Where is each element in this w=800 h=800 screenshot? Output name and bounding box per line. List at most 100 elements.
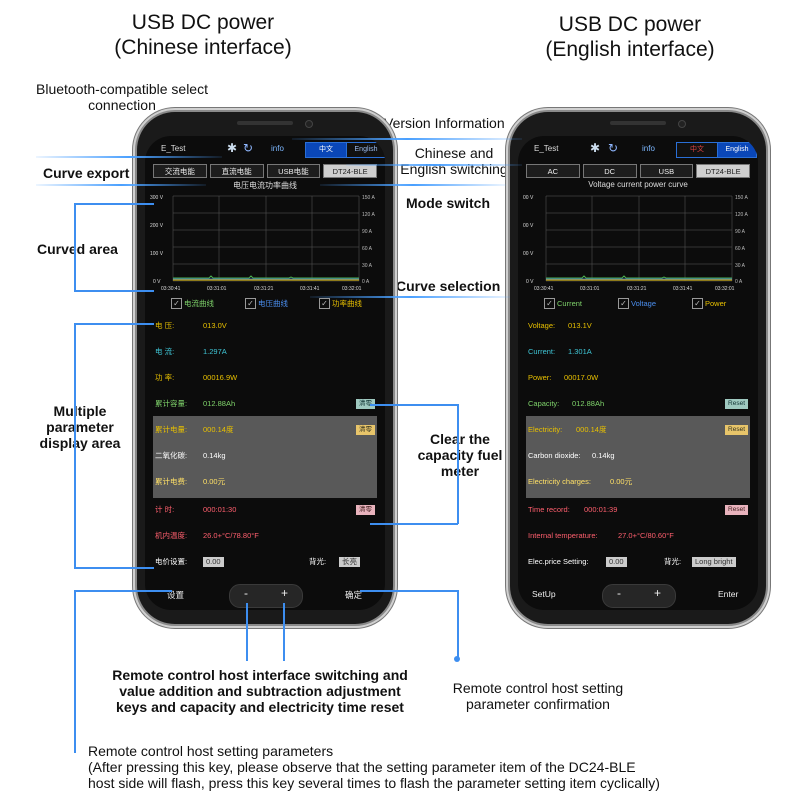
y-right-tick: 90 A [362, 229, 373, 235]
phone-chinese: E_Test ✱ ↻ info 中文 English 交流电能 直流电能 USB… [137, 112, 393, 624]
checkbox-icon: ✓ [245, 298, 256, 309]
checkbox-icon: ✓ [618, 298, 629, 309]
info-link[interactable]: info [271, 144, 284, 153]
checkbox-icon: ✓ [319, 298, 330, 309]
minus-button[interactable]: - [244, 586, 248, 600]
param-temp: Internal temperature:27.0+°C/80.60°F [528, 531, 674, 540]
phone-camera [305, 120, 313, 128]
annotation-curved-area: Curved area [37, 241, 118, 257]
curve-selection: ✓电流曲线 ✓电压曲线 ✓功率曲线 [145, 298, 385, 312]
accumulated-panel [153, 416, 377, 498]
check-current[interactable]: ✓电流曲线 [171, 298, 214, 309]
param-current: Current:1.301A [528, 347, 592, 356]
bluetooth-icon[interactable]: ✱ [590, 141, 601, 155]
top-bar: E_Test ✱ ↻ info 中文 English [518, 136, 758, 160]
annotation-version: Version Information [384, 115, 505, 131]
param-power: 功 率:00016.9W [155, 373, 238, 382]
tab-usb[interactable]: USB电能 [266, 164, 321, 178]
minus-button[interactable]: - [617, 586, 621, 600]
setup-button[interactable]: 设置 [167, 590, 185, 600]
capacity-reset-button[interactable]: 清零 [356, 399, 375, 409]
x-tick: 03:31:01 [580, 286, 600, 292]
y-right-tick: 30 A [735, 263, 746, 269]
enter-button[interactable]: Enter [718, 589, 739, 599]
mode-tabs: AC DC USB DT24-BLE [526, 164, 750, 178]
tab-usb[interactable]: USB [639, 164, 694, 178]
curve-plot: 00 V 00 V 00 V 0 V 150 A 120 A 90 A 60 A… [523, 195, 748, 292]
tab-dc[interactable]: 直流电能 [209, 164, 264, 178]
check-voltage[interactable]: ✓Voltage [618, 298, 656, 309]
price-field[interactable]: 0.00 [203, 557, 224, 567]
electricity-reset-button[interactable]: Reset [725, 425, 748, 435]
param-current: 电 流:1.297A [155, 347, 227, 356]
callout-bluetooth-line [36, 156, 222, 158]
plus-button[interactable]: + [281, 586, 289, 600]
callout-param-bottom [74, 567, 154, 569]
electricity-reset-button[interactable]: 清零 [356, 425, 375, 435]
tab-ac[interactable]: 交流电能 [153, 164, 207, 178]
callout-setup-vertical [74, 590, 76, 753]
time-reset-button[interactable]: 清零 [356, 505, 375, 515]
app-screen-english: E_Test ✱ ↻ info 中文 English AC DC USB DT2… [518, 136, 758, 610]
tab-dt24-ble[interactable]: DT24-BLE [696, 164, 750, 178]
check-voltage[interactable]: ✓电压曲线 [245, 298, 288, 309]
y-right-tick: 0 A [362, 279, 370, 285]
time-reset-button[interactable]: Reset [725, 505, 748, 515]
app-screen-chinese: E_Test ✱ ↻ info 中文 English 交流电能 直流电能 USB… [145, 136, 385, 610]
x-tick: 03:32:01 [342, 286, 362, 292]
curve-export-icon[interactable]: ↻ [608, 141, 619, 155]
callout-version-line [292, 138, 522, 140]
callout-curve-export-line [36, 184, 206, 186]
callout-param-top [74, 323, 154, 325]
x-tick: 03:30:41 [534, 286, 554, 292]
phone-speaker [237, 121, 293, 125]
x-tick: 03:30:41 [161, 286, 181, 292]
lang-chinese-button[interactable]: 中文 [676, 142, 718, 158]
callout-plus-line [283, 603, 285, 661]
tab-ac[interactable]: AC [526, 164, 580, 178]
check-current[interactable]: ✓Current [544, 298, 582, 309]
checkbox-icon: ✓ [692, 298, 703, 309]
callout-mode-line [320, 184, 506, 186]
y-right-tick: 90 A [735, 229, 746, 235]
bluetooth-icon[interactable]: ✱ [227, 141, 238, 155]
lang-english-button[interactable]: English [717, 142, 757, 158]
backlight-field[interactable]: 长亮 [339, 557, 360, 567]
mode-tabs: 交流电能 直流电能 USB电能 DT24-BLE [153, 164, 377, 178]
curve-export-icon[interactable]: ↻ [243, 141, 254, 155]
check-power[interactable]: ✓功率曲线 [319, 298, 362, 309]
lang-chinese-button[interactable]: 中文 [305, 142, 347, 158]
callout-curve-selection-line [310, 296, 510, 298]
capacity-reset-button[interactable]: Reset [725, 399, 748, 409]
confirm-button[interactable]: 确定 [345, 590, 363, 600]
param-cost: Electricity charges:0.00元 [528, 477, 633, 486]
info-link[interactable]: info [642, 144, 655, 153]
x-tick: 03:31:41 [673, 286, 693, 292]
check-power[interactable]: ✓Power [692, 298, 726, 309]
param-co2: Carbon dioxide:0.14kg [528, 451, 615, 460]
price-field[interactable]: 0.00 [606, 557, 627, 567]
callout-param-bracket [74, 323, 76, 568]
y-left-tick: 0 V [153, 279, 161, 285]
device-name: E_Test [161, 144, 186, 153]
tab-dc[interactable]: DC [582, 164, 637, 178]
tab-dt24-ble[interactable]: DT24-BLE [323, 164, 377, 178]
lang-english-button[interactable]: English [346, 142, 385, 158]
annotation-remote-setting: Remote control host setting parameters (… [88, 743, 660, 791]
param-voltage: Voltage:013.1V [528, 321, 592, 330]
plus-button[interactable]: + [654, 586, 662, 600]
backlight-field[interactable]: Long bright [692, 557, 736, 567]
y-left-tick: 00 V [523, 195, 534, 201]
callout-setup-horizontal [74, 590, 172, 592]
setup-button[interactable]: SetUp [532, 589, 556, 599]
checkbox-icon: ✓ [171, 298, 182, 309]
y-right-tick: 30 A [362, 263, 373, 269]
bottom-bar: SetUp - + Enter [518, 578, 758, 610]
